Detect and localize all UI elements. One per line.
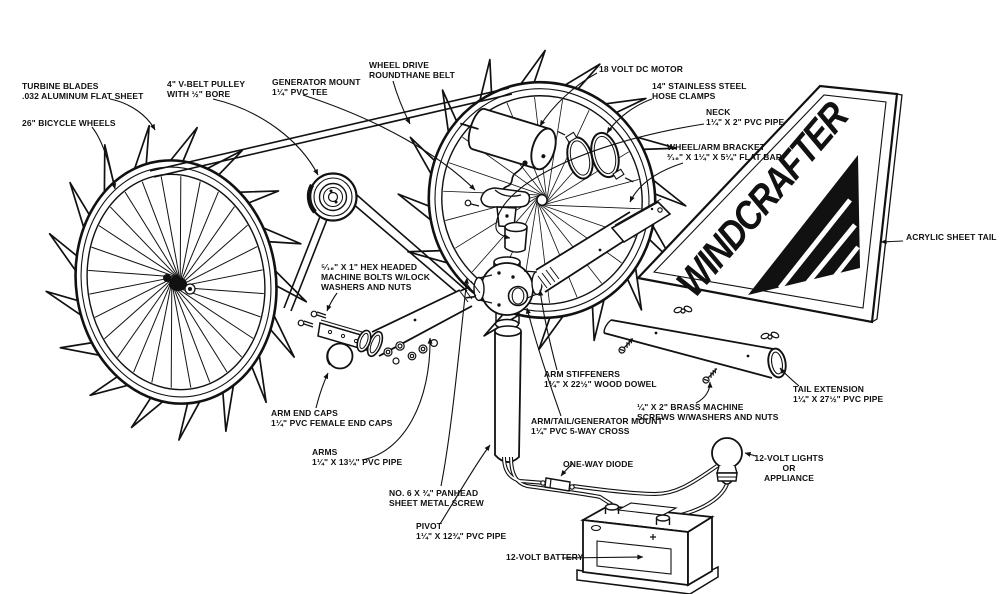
- wheel-arm-bracket-part: [610, 201, 672, 244]
- hex-bolts-part: [297, 310, 327, 328]
- label-acrylic-tail: ACRYLIC SHEET TAIL: [906, 232, 997, 242]
- label-panhead-screw: NO. 6 X ¾" PANHEAD SHEET METAL SCREW: [389, 488, 484, 508]
- label-bicycle-wheels: 26" BICYCLE WHEELS: [22, 118, 116, 128]
- v-belt-pulley: [306, 172, 358, 222]
- right-arm: [535, 198, 672, 293]
- arm-end-cap-part: [326, 329, 372, 370]
- motor-wire: [501, 162, 526, 192]
- label-hose-clamps: 14" STAINLESS STEEL HOSE CLAMPS: [652, 81, 747, 101]
- label-battery: 12-VOLT BATTERY: [506, 552, 584, 562]
- five-way-cross: [473, 256, 543, 330]
- wheel-hub: [163, 274, 196, 295]
- label-v-belt-pulley: 4" V-BELT PULLEY WITH ½" BORE: [167, 79, 246, 99]
- wing-nuts: [673, 305, 780, 340]
- label-lights: 12-VOLT LIGHTS OR APPLIANCE: [754, 453, 824, 483]
- generator-mount-tee: [464, 187, 531, 228]
- light-bulb: [711, 437, 743, 485]
- label-arm-stiffeners: ARM STIFFENERS 1¼" X 22½" WOOD DOWEL: [544, 369, 657, 389]
- brass-screws: [618, 338, 718, 384]
- label-wheel-arm-bracket: WHEEL/ARM BRACKET ³⁄₁₆" X 1¼" X 5¼" FLAT…: [667, 142, 782, 162]
- dc-motor: [460, 107, 557, 192]
- label-tail-extension: TAIL EXTENSION 1¼" X 27½" PVC PIPE: [793, 384, 884, 404]
- label-arms: ARMS 1¼" X 13¼" PVC PIPE: [312, 447, 403, 467]
- label-generator-mount: GENERATOR MOUNT 1¼" PVC TEE: [272, 77, 361, 97]
- label-one-way-diode: ONE-WAY DIODE: [563, 459, 634, 469]
- one-way-diode-part: [540, 477, 575, 492]
- tail-logo-chevron: [748, 155, 860, 297]
- label-arm-tail-generator-mount: ARM/TAIL/GENERATOR MOUNT 1¼" PVC 5-WAY C…: [531, 416, 663, 436]
- label-dc-motor: 18 VOLT DC MOTOR: [599, 64, 683, 74]
- hose-clamps: [557, 131, 634, 183]
- label-wheel-drive-belt: WHEEL DRIVE ROUNDTHANE BELT: [369, 60, 455, 80]
- label-hex-bolts: ⁵⁄₁₆" X 1" HEX HEADED MACHINE BOLTS W/LO…: [321, 262, 431, 292]
- battery: [576, 502, 719, 594]
- label-brass-screws: ¼" X 2" BRASS MACHINE SCREWS W/WASHERS A…: [637, 402, 779, 422]
- left-arm: [366, 280, 481, 358]
- leader-lines: [91, 72, 904, 560]
- label-arm-end-caps: ARM END CAPS 1¼" PVC FEMALE END CAPS: [271, 408, 393, 428]
- label-turbine-blades: TURBINE BLADES .032 ALUMINUM FLAT SHEET: [22, 81, 144, 101]
- pivot-pipe: [494, 325, 522, 463]
- drive-belt: [149, 87, 513, 312]
- label-neck: NECK 1¼" X 2" PVC PIPE: [706, 107, 785, 127]
- loose-nuts-washers: [383, 339, 439, 365]
- label-pivot: PIVOT 1¼" X 12¾" PVC PIPE: [416, 521, 507, 541]
- neck-pipe: [504, 221, 528, 253]
